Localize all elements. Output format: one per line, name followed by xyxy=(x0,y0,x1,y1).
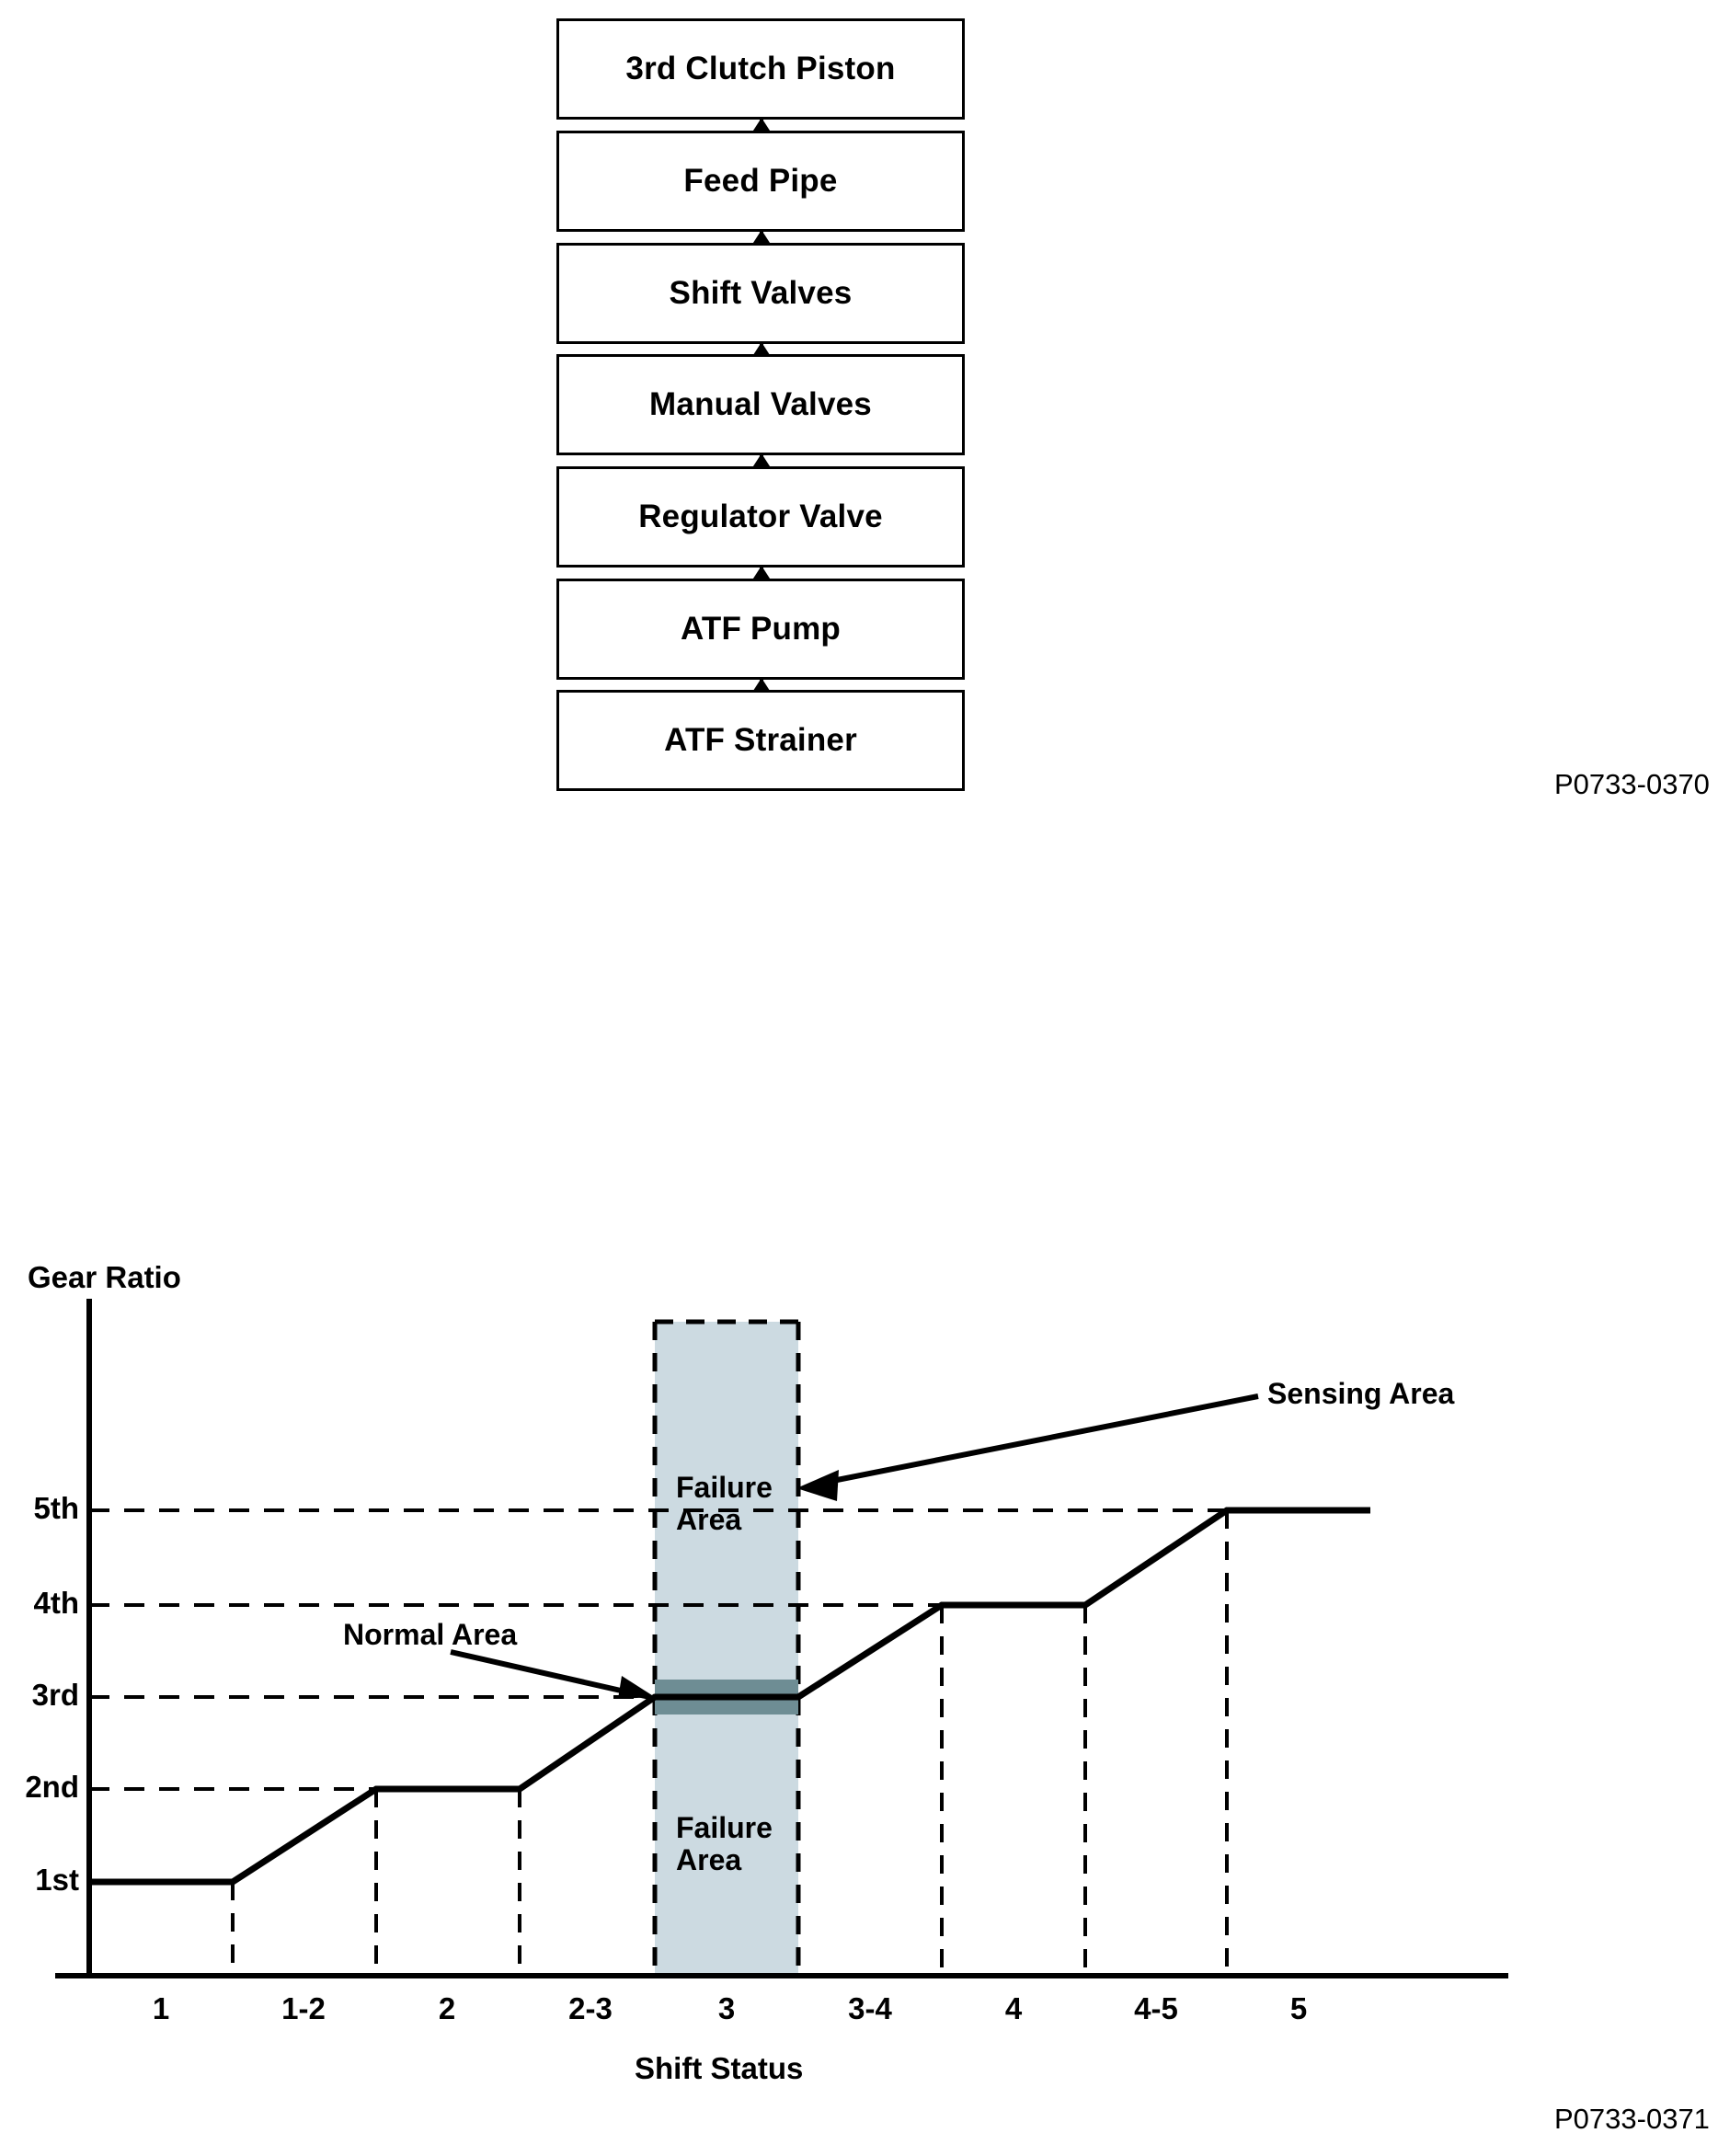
hydraulic-flow-diagram: 3rd Clutch Piston Feed Pipe Shift Valves… xyxy=(0,0,1718,809)
failure-area-lower-label: Failure Area xyxy=(676,1811,773,1876)
normal-area-label: Normal Area xyxy=(343,1618,518,1651)
figure-code-upper: P0733-0370 xyxy=(1554,768,1710,800)
y-tick-3rd: 3rd xyxy=(31,1678,79,1712)
sensing-area-arrowhead xyxy=(796,1470,839,1501)
flow-box-regulator-valve: Regulator Valve xyxy=(556,466,965,568)
flow-box-3rd-clutch-piston: 3rd Clutch Piston xyxy=(556,18,965,120)
chart-plot-area xyxy=(55,1299,1508,1978)
flow-box-label: Shift Valves xyxy=(669,275,853,311)
flow-box-label: ATF Strainer xyxy=(664,722,857,758)
flow-box-feed-pipe: Feed Pipe xyxy=(556,131,965,232)
normal-area-arrowhead xyxy=(618,1676,655,1699)
x-tick-1-2: 1-2 xyxy=(281,1991,326,2025)
sensing-area-leader-line xyxy=(818,1393,1259,1486)
normal-area-leader-line xyxy=(450,1649,650,1700)
gear-ratio-step-line xyxy=(89,1507,1370,1886)
flow-box-atf-strainer: ATF Strainer xyxy=(556,690,965,791)
y-axis-title: Gear Ratio xyxy=(28,1260,181,1294)
y-tick-4th: 4th xyxy=(33,1586,80,1620)
x-tick-3: 3 xyxy=(717,1991,736,2025)
flow-box-label: Regulator Valve xyxy=(638,499,883,534)
y-tick-5th: 5th xyxy=(33,1491,80,1525)
sensing-area-band xyxy=(655,1322,798,1976)
y-tick-1st: 1st xyxy=(35,1863,79,1897)
y-tick-2nd: 2nd xyxy=(25,1770,79,1804)
flow-box-label: ATF Pump xyxy=(681,611,841,647)
flow-box-label: 3rd Clutch Piston xyxy=(625,51,896,86)
x-tick-2: 2 xyxy=(438,1991,456,2025)
x-tick-5: 5 xyxy=(1289,1991,1308,2025)
x-axis-title: Shift Status xyxy=(635,2051,804,2085)
flow-box-manual-valves: Manual Valves xyxy=(556,354,965,455)
sensing-area-label: Sensing Area xyxy=(1267,1377,1455,1410)
x-tick-4: 4 xyxy=(1004,1991,1023,2025)
x-tick-1: 1 xyxy=(152,1991,170,2025)
failure-area-upper-label: Failure Area xyxy=(676,1471,773,1536)
flow-box-label: Manual Valves xyxy=(649,386,872,422)
flow-box-label: Feed Pipe xyxy=(683,163,838,199)
figure-code-lower: P0733-0371 xyxy=(1554,2103,1710,2135)
x-tick-2-3: 2-3 xyxy=(568,1991,613,2025)
gear-ratio-shift-status-chart: Gear Ratio 5th 4th 3rd 2nd 1st 1 1-2 2 2… xyxy=(0,1260,1718,2156)
flow-box-atf-pump: ATF Pump xyxy=(556,579,965,680)
flow-box-shift-valves: Shift Valves xyxy=(556,243,965,344)
x-tick-3-4: 3-4 xyxy=(848,1991,892,2025)
x-tick-4-5: 4-5 xyxy=(1134,1991,1178,2025)
